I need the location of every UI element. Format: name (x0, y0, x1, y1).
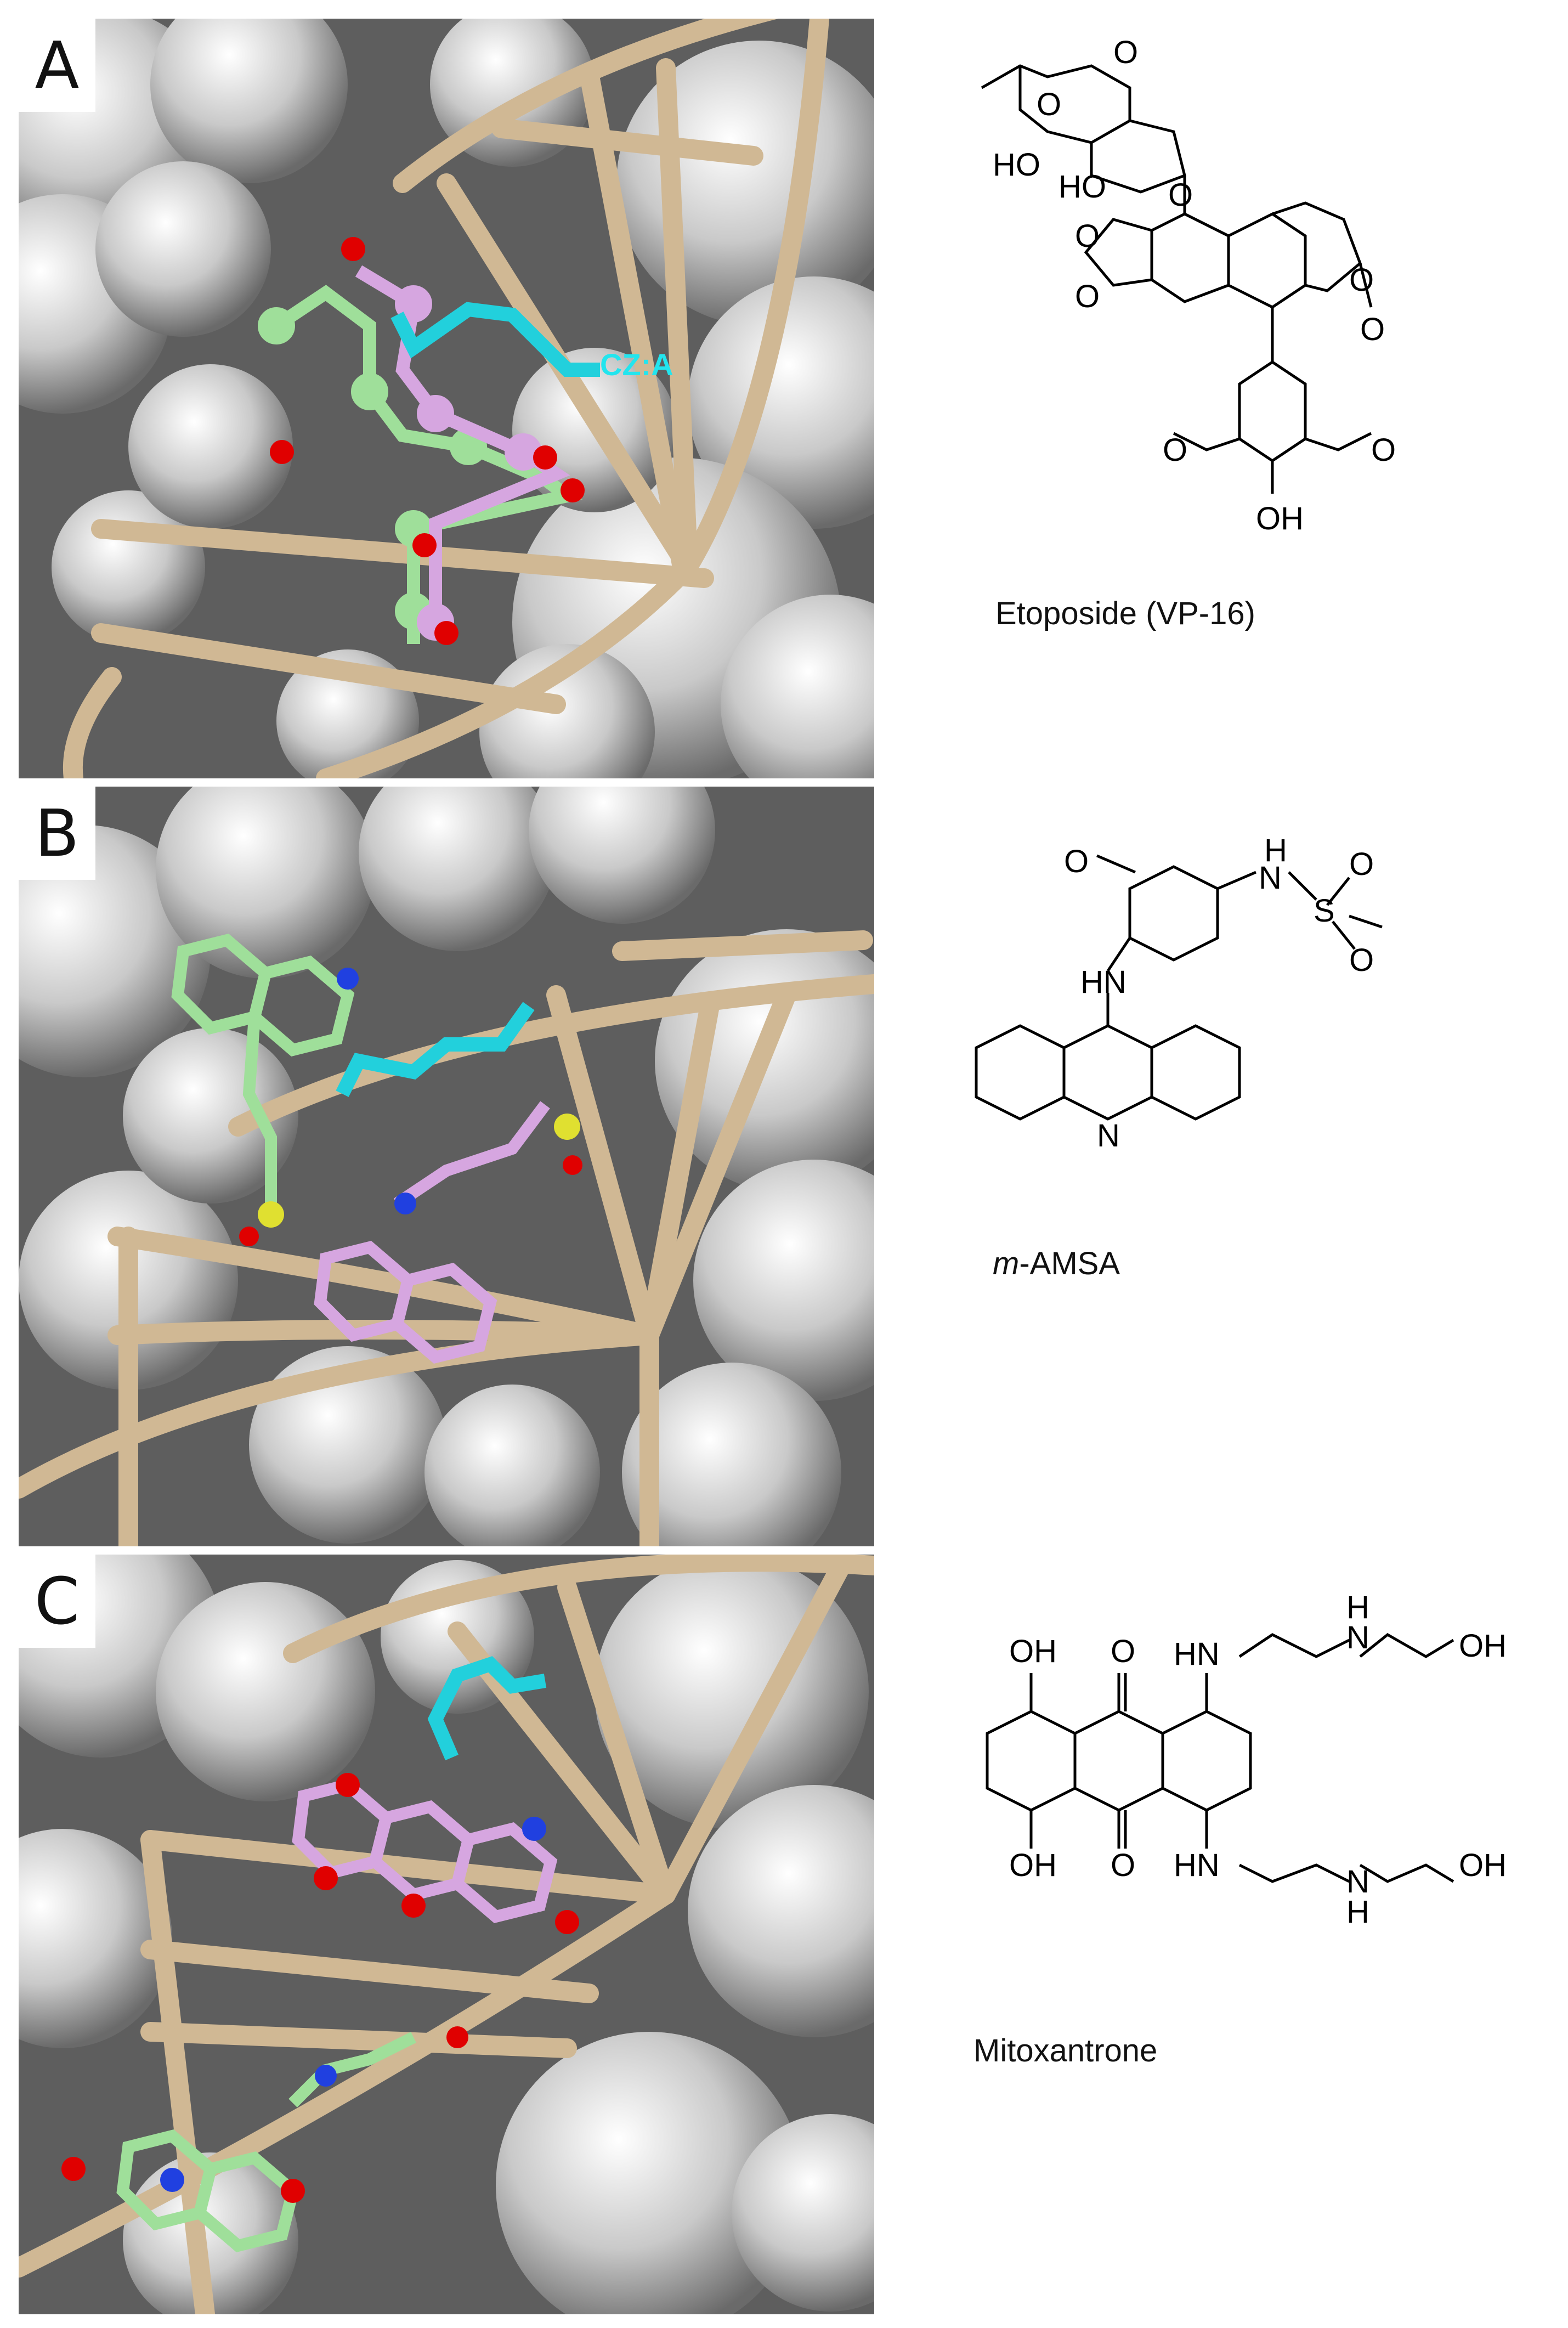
panel-letter-c: C (19, 1555, 95, 1648)
atom-o: O (1113, 35, 1138, 70)
atom-oh: OH (1459, 1847, 1507, 1883)
oxygen-atoms (270, 237, 585, 645)
atom-o: O (1111, 1847, 1135, 1883)
atom-s: S (1314, 893, 1335, 929)
atom-h: H (1264, 833, 1287, 868)
arginine-residue (336, 1002, 535, 1097)
etoposide-label: Etoposide (VP-16) (995, 596, 1255, 631)
atom-o: O (1360, 312, 1385, 347)
panel-c-scene (19, 1555, 874, 2314)
protein-surface (19, 1555, 874, 2314)
atom-o: O (1111, 1634, 1135, 1669)
panel-a-molecular-view: CZ:A A (19, 19, 874, 778)
mitoxantrone-structure: OH O HN H N OH OH O HN N H OH (932, 1590, 1552, 2063)
atom-o: O (1371, 432, 1396, 468)
panel-letter-b: B (19, 787, 95, 880)
atom-h: H (1346, 1590, 1369, 1625)
panel-c-molecular-view: C (19, 1555, 874, 2314)
atom-oh: OH (1256, 501, 1304, 536)
panel-b-molecular-view: B (19, 787, 874, 1546)
atom-o: O (1064, 844, 1089, 879)
dna-backbone (19, 930, 874, 1546)
atom-hn: HN (1174, 1847, 1220, 1883)
atom-o: O (1163, 432, 1187, 468)
atom-oh: OH (1459, 1628, 1507, 1664)
atom-o: O (1075, 218, 1100, 254)
panel-letter-a: A (19, 19, 95, 112)
atom-oh: OH (1009, 1634, 1057, 1669)
atom-o: O (1168, 177, 1193, 213)
amsa-label: m-AMSA (993, 1245, 1120, 1282)
etoposide-structure: O O HO HO O O O O O O O OH (965, 33, 1514, 636)
atom-n: N (1346, 1620, 1369, 1655)
atom-hn: HN (1174, 1636, 1220, 1672)
hetero-atoms (61, 1773, 579, 2203)
atom-ho: HO (1058, 169, 1106, 205)
mitoxantrone-label: Mitoxantrone (973, 2033, 1158, 2069)
dna-backbone (19, 1555, 874, 2314)
arginine-residue (427, 1656, 547, 1761)
panel-b-scene (19, 787, 874, 1546)
hetero-atoms (239, 968, 582, 1246)
ligand-pose-green (258, 285, 583, 644)
ligand-pose-green (171, 933, 355, 1214)
atom-o: O (1349, 262, 1374, 298)
ligand-pose-green (116, 2032, 416, 2253)
atom-n: N (1097, 1118, 1120, 1154)
residue-label: CZ:A (600, 347, 673, 382)
atom-o: O (1075, 279, 1100, 314)
atom-h: H (1346, 1894, 1369, 1930)
arginine-residue (390, 302, 600, 377)
atom-oh: OH (1009, 1847, 1057, 1883)
amsa-diagram: O H N S O O HN N (975, 833, 1383, 1154)
amsa-structure: O H N S O O HN N (975, 833, 1547, 1278)
atom-n: N (1346, 1864, 1369, 1900)
ligand-pose-violet (314, 1101, 550, 1364)
atom-ho: HO (993, 147, 1040, 183)
atom-hn: HN (1080, 964, 1127, 1000)
amsa-label-name: -AMSA (1019, 1246, 1120, 1281)
etoposide-diagram: O O HO HO O O O O O O O OH (981, 35, 1396, 536)
atom-o: O (1349, 942, 1374, 978)
atom-n: N (1259, 860, 1282, 896)
atom-o: O (1037, 87, 1061, 122)
panel-a-scene: CZ:A (19, 19, 874, 778)
amsa-label-prefix: m (993, 1246, 1020, 1281)
mitoxantrone-diagram: OH O HN H N OH OH O HN N H OH (986, 1590, 1507, 1930)
atom-o: O (1349, 846, 1374, 882)
